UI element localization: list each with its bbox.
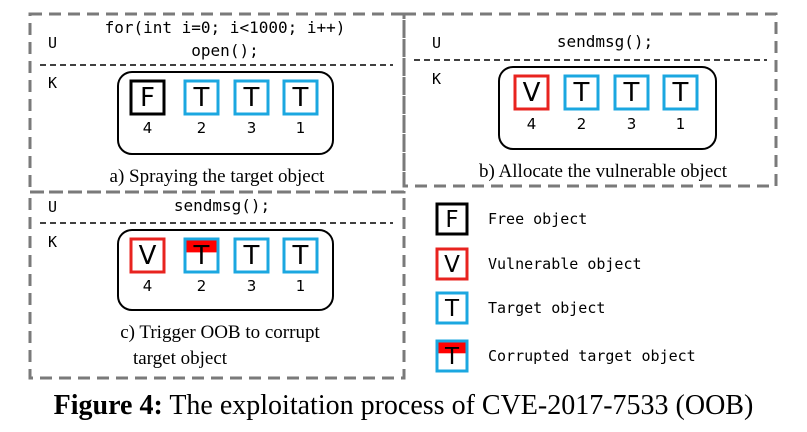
panel-b-caption: b) Allocate the vulnerable object [479,161,728,182]
panel-c-caption-line1: c) Trigger OOB to corrupt [120,322,320,343]
panel-c-slot-3: T [233,237,270,274]
figure-caption: Figure 4: The exploitation process of CV… [0,390,807,422]
panel-b-user-label: U [432,34,441,52]
panel-b-slot-4: T [662,74,699,111]
panel-c-slot-3-order: 3 [247,277,257,295]
legend-item-vulnerable: V Vulnerable object [435,247,642,281]
panel-c-user-label: U [48,198,57,216]
panel-c-slot-4-order: 1 [296,277,306,295]
figure-caption-text: The exploitation process of CVE-2017-753… [169,390,754,421]
legend-item-free-swatch: F [435,202,469,236]
panel-c-kernel-label: K [48,233,57,251]
panel-a-kernel-label: K [48,74,57,92]
panel-b-kernel-label: K [432,70,441,88]
panel-c-slot-1: V [129,237,166,274]
panel-c-slot-1-letter: V [139,241,157,271]
legend-item-free-swatch-box [435,202,469,236]
panel-b-slot-3-letter: T [623,78,640,108]
panel-b-slot-3: T [613,74,650,111]
panel-a-slab [117,71,334,155]
panel-b: U sendmsg(); K V 4 T 2 T 3 T 1 b) Allocate the … [414,32,767,182]
panel-a-user-label: U [48,34,57,52]
panel-b-slot-1-box [513,74,550,111]
panel-c-slot-3-box [233,237,270,274]
legend-item-corrupted: T Corrupted target object [435,339,696,373]
panel-b-slots: V 4 T 2 T 3 T 1 [513,74,699,133]
panel-b-slot-2: T [563,74,600,111]
legend-item-target-swatch-letter: T [444,296,460,322]
panel-c-caption-line2: target object [133,348,228,369]
panel-a-slot-3-box [233,79,270,116]
panel-a-code-line1: for(int i=0; i<1000; i++) [105,18,346,37]
legend-item-vulnerable-label: Vulnerable object [488,255,642,273]
panel-c-slot-2-corruption-fill [186,240,217,253]
legend-item-vulnerable-swatch: V [435,247,469,281]
panel-b-slot-1: V [513,74,550,111]
panel-a-slot-2: T [183,79,220,116]
panel-c-slot-4-letter: T [292,241,309,271]
panel-c-slot-3-letter: T [243,241,260,271]
panel-b-slot-3-box [613,74,650,111]
panel-b-slot-1-letter: V [523,78,541,108]
panel-a-slot-2-letter: T [193,83,210,113]
panel-a-slot-4-order: 1 [296,119,306,137]
panel-c-slot-4: T [282,237,319,274]
panel-a-slot-2-order: 2 [197,119,207,137]
legend-item-vulnerable-swatch-letter: V [444,252,460,278]
panel-a-slot-2-box [183,79,220,116]
panel-a-slot-1-letter: F [140,83,155,113]
panel-a-slot-1-order: 4 [143,119,153,137]
legend-item-target-swatch: T [435,291,469,325]
panel-b-frame [402,12,778,188]
panel-a-slot-3-order: 3 [247,119,257,137]
panel-b-slot-2-box [563,74,600,111]
panel-a-slot-4-box [282,79,319,116]
legend-item-target: T Target object [435,291,605,325]
legend-item-corrupted-swatch-corruption-fill [438,342,466,354]
panel-a-slots: F 4 T 2 T 3 T 1 [129,79,319,137]
panel-c-slot-2-letter: T [193,241,210,271]
legend-item-target-label: Target object [488,299,605,317]
panel-b-slab [498,66,717,150]
panel-a-caption: a) Spraying the target object [110,166,326,187]
panel-c-slot-2-order: 2 [197,277,207,295]
legend-item-vulnerable-swatch-box [435,247,469,281]
legend-item-corrupted-swatch: T [435,339,469,373]
panel-a-slot-3-letter: T [243,83,260,113]
legend-item-free-swatch-letter: F [445,207,458,233]
panel-b-slot-4-order: 1 [676,115,686,133]
panel-b-slot-1-order: 4 [527,115,537,133]
panel-b-slot-2-order: 2 [577,115,587,133]
panel-a-slot-4: T [282,79,319,116]
dashed-frames [28,12,778,380]
panel-a: U for(int i=0; i<1000; i++) open(); K F 4… [40,18,393,187]
panel-b-code-line1: sendmsg(); [557,32,653,51]
panel-c: U sendmsg(); K V 4 T 2 T 3 T 1 c) Trigger OOB t… [40,196,393,369]
panel-c-frame [28,190,406,380]
panel-b-slot-2-letter: T [573,78,590,108]
exploitation-diagram: U for(int i=0; i<1000; i++) open(); K F 4… [28,12,778,380]
panel-b-slot-4-letter: T [672,78,689,108]
legend-item-corrupted-swatch-letter: T [444,344,460,370]
legend-item-free-label: Free object [488,210,587,228]
panel-b-slot-3-order: 3 [627,115,637,133]
panel-c-slab [117,229,334,311]
panel-c-slot-2: T [183,237,220,274]
panel-c-slot-4-box [282,237,319,274]
panel-b-slot-4-box [662,74,699,111]
panel-c-code-line1: sendmsg(); [174,196,270,215]
panel-c-slots: V 4 T 2 T 3 T 1 [129,237,319,295]
legend-item-target-swatch-box [435,291,469,325]
panel-a-slot-1-box [129,79,166,116]
panel-a-slot-1: F [129,79,166,116]
panel-a-code-line2: open(); [191,41,258,60]
panel-c-slot-1-box [129,237,166,274]
panel-a-slot-4-letter: T [292,83,309,113]
legend-item-free: F Free object [435,202,587,236]
legend-item-corrupted-label: Corrupted target object [488,347,696,365]
panel-c-slot-1-order: 4 [143,277,153,295]
panel-a-slot-3: T [233,79,270,116]
figure-caption-label: Figure 4: [53,390,163,421]
